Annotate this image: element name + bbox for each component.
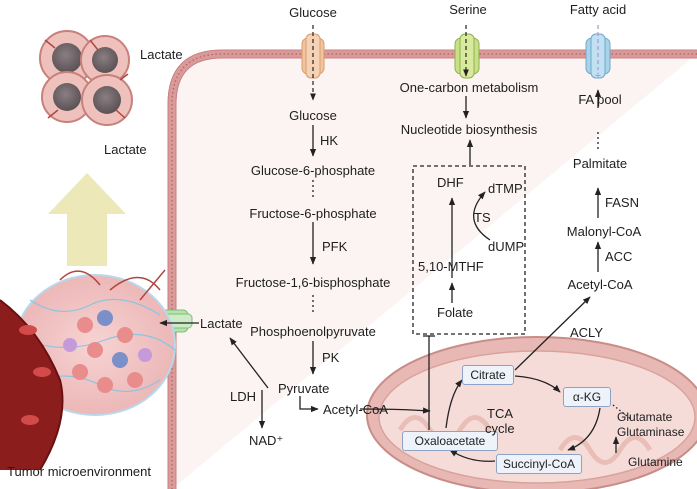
succinyl-coa-box: Succinyl-CoA [496,454,582,474]
dhf-label: DHF [437,175,464,190]
lactate-label: Lactate [200,316,243,331]
fa-pool-label: FA pool [578,92,622,107]
nucleotide-biosynthesis-label: Nucleotide biosynthesis [400,122,538,137]
dump-label: dUMP [488,239,525,254]
one-carbon-metabolism-label: One-carbon metabolism [399,80,539,95]
ldh-enzyme-label: LDH [230,389,257,404]
nad-label: NAD⁺ [249,433,284,448]
serine-nutrient-label: Serine [449,2,487,17]
svg-text:+: + [595,70,601,82]
phosphoenolpyruvate-label: Phosphoenolpyruvate [250,324,376,339]
tumor-lactate-top-label: Lactate [140,47,183,62]
tca-label: TCA [487,406,513,421]
up-arrow-icon [48,173,126,266]
acly-enzyme-label: ACLY [570,325,603,340]
ts-enzyme-label: TS [474,210,491,225]
acetyl-coa-label: Acetyl-CoA [323,402,389,417]
serine-transporter [454,33,480,79]
glucose-nutrient-label: Glucose [289,5,337,20]
folate-label: Folate [437,305,474,320]
alpha-kg-box: α-KG [563,387,611,407]
citrate-box: Citrate [462,365,514,385]
fructose-6-phosphate-label: Fructose-6-phosphate [249,206,377,221]
pfk-enzyme-label: PFK [322,239,348,254]
fatty-acid-nutrient-label: Fatty acid [569,2,627,17]
glutaminase-label: Glutaminase [617,425,685,439]
glucose-label: Glucose [289,108,337,123]
glutamine-label: Glutamine [628,455,683,469]
dtmp-label: dTMP [488,181,523,196]
hk-enzyme-label: HK [320,133,339,148]
acetyl-coa-cytosol-label: Acetyl-CoA [567,277,633,292]
fructose-1-6-bisphosphate-label: Fructose-1,6-bisphosphate [235,275,391,290]
pyruvate-label: Pyruvate [278,381,330,396]
tumor-microenvironment-caption: Tumor microenvironment [7,464,152,479]
acc-enzyme-label: ACC [605,249,633,264]
palmitate-label: Palmitate [572,156,628,171]
tumor-cells [39,30,133,126]
glucose-6-phosphate-label: Glucose-6-phosphate [250,163,376,178]
mthf-label: 5,10-MTHF [418,259,484,274]
pk-enzyme-label: PK [322,350,340,365]
cell-membrane [167,49,697,489]
malonyl-coa-label: Malonyl-CoA [566,224,642,239]
glutamate-label: Glutamate [617,410,673,424]
fasn-enzyme-label: FASN [605,195,639,210]
oxaloacetate-box: Oxaloacetate [402,431,498,451]
tumor-lactate-bottom-label: Lactate [104,142,147,157]
tumor-microenvironment-illustration [0,269,176,471]
cycle-label: cycle [485,421,515,436]
